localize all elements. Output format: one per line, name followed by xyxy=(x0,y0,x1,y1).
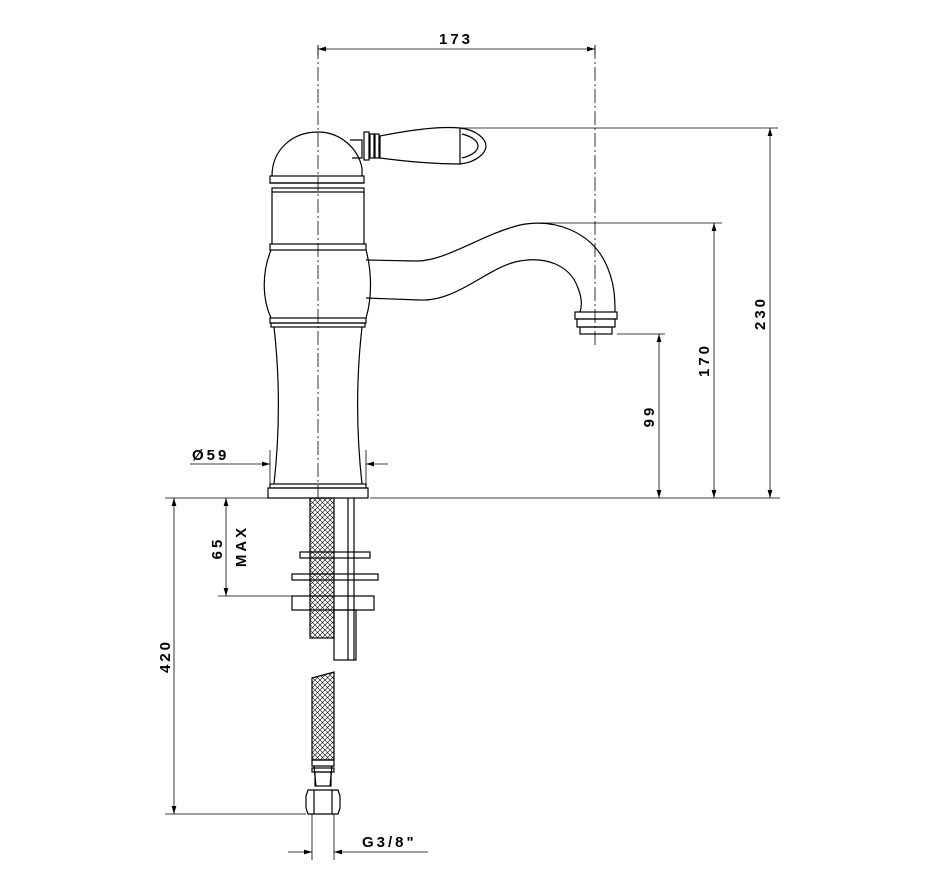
dim-diameter-label: Ø59 xyxy=(192,447,229,464)
spout xyxy=(365,222,618,335)
dim-230-label: 230 xyxy=(752,296,769,330)
faucet-body xyxy=(263,131,372,499)
dim-170-label: 170 xyxy=(696,343,713,377)
dim-65-label: 65 xyxy=(209,537,226,560)
dim-420-label: 420 xyxy=(157,639,174,673)
mounting-kit xyxy=(291,497,379,661)
dim-thread-label: G3/8" xyxy=(362,834,417,851)
dim-diameter xyxy=(190,450,388,484)
dim-173-label: 173 xyxy=(439,31,473,48)
dim-thread xyxy=(288,814,428,860)
dim-173 xyxy=(317,45,596,55)
dim-max-label: MAX xyxy=(233,525,250,567)
lever-handle xyxy=(350,126,487,165)
flexible-hose xyxy=(305,671,341,815)
dim-99-label: 99 xyxy=(641,405,658,428)
